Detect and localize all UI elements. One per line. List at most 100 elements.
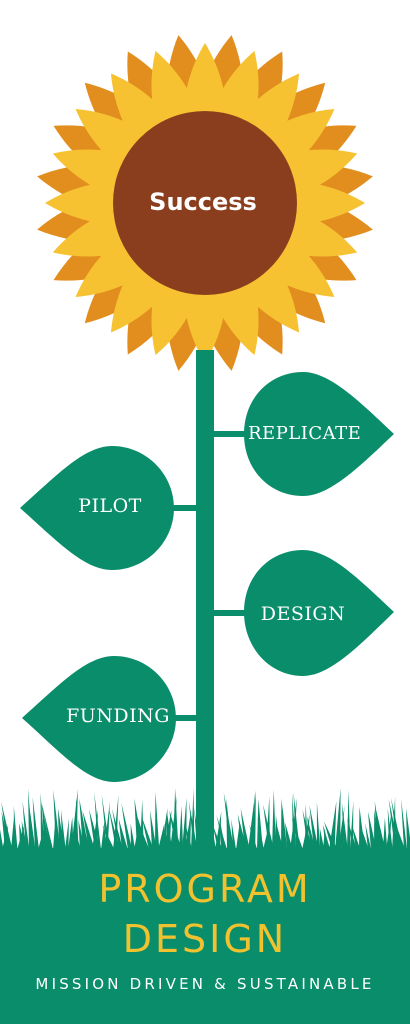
grass-blade [367, 811, 377, 850]
grass-blade [104, 801, 110, 850]
grass-blade [365, 823, 372, 850]
grass-blade [309, 805, 319, 850]
grass-blade [161, 808, 168, 850]
grass-blade [341, 802, 348, 850]
leaf-replicate [244, 372, 394, 496]
grass-blade [387, 808, 393, 850]
grass-blade [197, 812, 208, 850]
grass-blade [130, 823, 136, 850]
grass-blade [22, 801, 30, 850]
grass-blade [42, 803, 50, 850]
grass-blade [179, 805, 184, 850]
grass-blade [386, 809, 392, 850]
grass-blade [324, 821, 338, 850]
grass-blade [249, 824, 258, 850]
grass-blade [401, 799, 408, 850]
grass-blade [263, 804, 275, 850]
grass-blade [94, 792, 102, 850]
grass-blade [41, 801, 51, 850]
grass-blade [352, 825, 361, 850]
grass-blade [78, 819, 86, 850]
grass-blade [282, 803, 288, 850]
leaf-pilot [20, 446, 174, 570]
grass-blade [182, 797, 187, 850]
leaf-label-design: DESIGN [260, 603, 346, 625]
grass-blade [185, 825, 193, 850]
grass-blade [32, 797, 40, 850]
branch-pilot [170, 505, 196, 511]
grass-blade [112, 808, 124, 850]
leaf-label-pilot: PILOT [78, 495, 142, 517]
grass-blade [101, 821, 107, 850]
grass-blade [322, 824, 331, 850]
grass-blade [341, 815, 345, 850]
grass-blade [216, 814, 228, 850]
grass-blade [166, 811, 173, 850]
grass-blade [219, 817, 226, 850]
grass-blade [28, 788, 33, 850]
grass-blade [108, 808, 120, 850]
grass-blade [150, 810, 157, 850]
grass-blade [359, 822, 369, 850]
grass-blade [383, 817, 388, 850]
branch-design [214, 610, 248, 616]
grass-blade [65, 818, 69, 850]
title-program: PROGRAM [98, 867, 312, 911]
grass-blade [346, 818, 357, 850]
grass-blade [293, 792, 300, 850]
grass [0, 788, 410, 850]
grass-blade [13, 805, 18, 850]
grass-blade [347, 790, 351, 850]
grass-blade [240, 808, 250, 850]
grass-blade [316, 801, 321, 850]
grass-blade [291, 818, 304, 850]
grass-blade [134, 798, 143, 850]
grass-blade [194, 806, 201, 850]
grass-blade [82, 810, 95, 850]
grass-blade [212, 824, 223, 850]
grass-blade [272, 789, 277, 850]
grass-blade [359, 824, 366, 850]
grass-blade [0, 829, 4, 850]
grass-blade [223, 791, 235, 850]
grass-blade [306, 815, 316, 850]
grass-blade [102, 824, 115, 850]
leaf-label-replicate: REPLICATE [248, 423, 362, 444]
grass-blade [257, 816, 264, 850]
grass-blade [29, 806, 36, 850]
title-design: DESIGN [122, 917, 288, 961]
branch-replicate [214, 431, 248, 437]
grass-blade [101, 794, 111, 850]
grass-blade [43, 809, 54, 850]
grass-blade [319, 827, 325, 850]
grass-blade [335, 788, 341, 850]
grass-blade [141, 815, 154, 850]
grass-blade [231, 819, 237, 850]
grass-blade [169, 810, 182, 850]
grass-blade [188, 800, 198, 850]
leaf-funding [22, 656, 176, 782]
branch-funding [170, 715, 196, 721]
grass-blade [119, 822, 129, 850]
grass-blade [74, 798, 79, 850]
stem [196, 350, 214, 850]
ground-band [0, 848, 410, 1024]
leaf-label-funding: FUNDING [66, 705, 170, 727]
grass-blade [248, 792, 256, 850]
grass-blade [206, 818, 210, 850]
grass-blade [61, 809, 66, 850]
grass-blade [155, 791, 160, 850]
grass-blade [121, 803, 133, 850]
grass-blade [136, 813, 149, 850]
grass-blade [11, 818, 15, 850]
tagline: MISSION DRIVEN & SUSTAINABLE [35, 975, 375, 993]
grass-blade [393, 816, 406, 850]
grass-blade [292, 793, 297, 850]
grass-blade [285, 822, 293, 850]
grass-blade [206, 794, 217, 850]
flower-center [113, 111, 297, 295]
grass-blade [1, 801, 13, 850]
grass-blade [139, 824, 150, 850]
leaf-design [244, 550, 394, 676]
